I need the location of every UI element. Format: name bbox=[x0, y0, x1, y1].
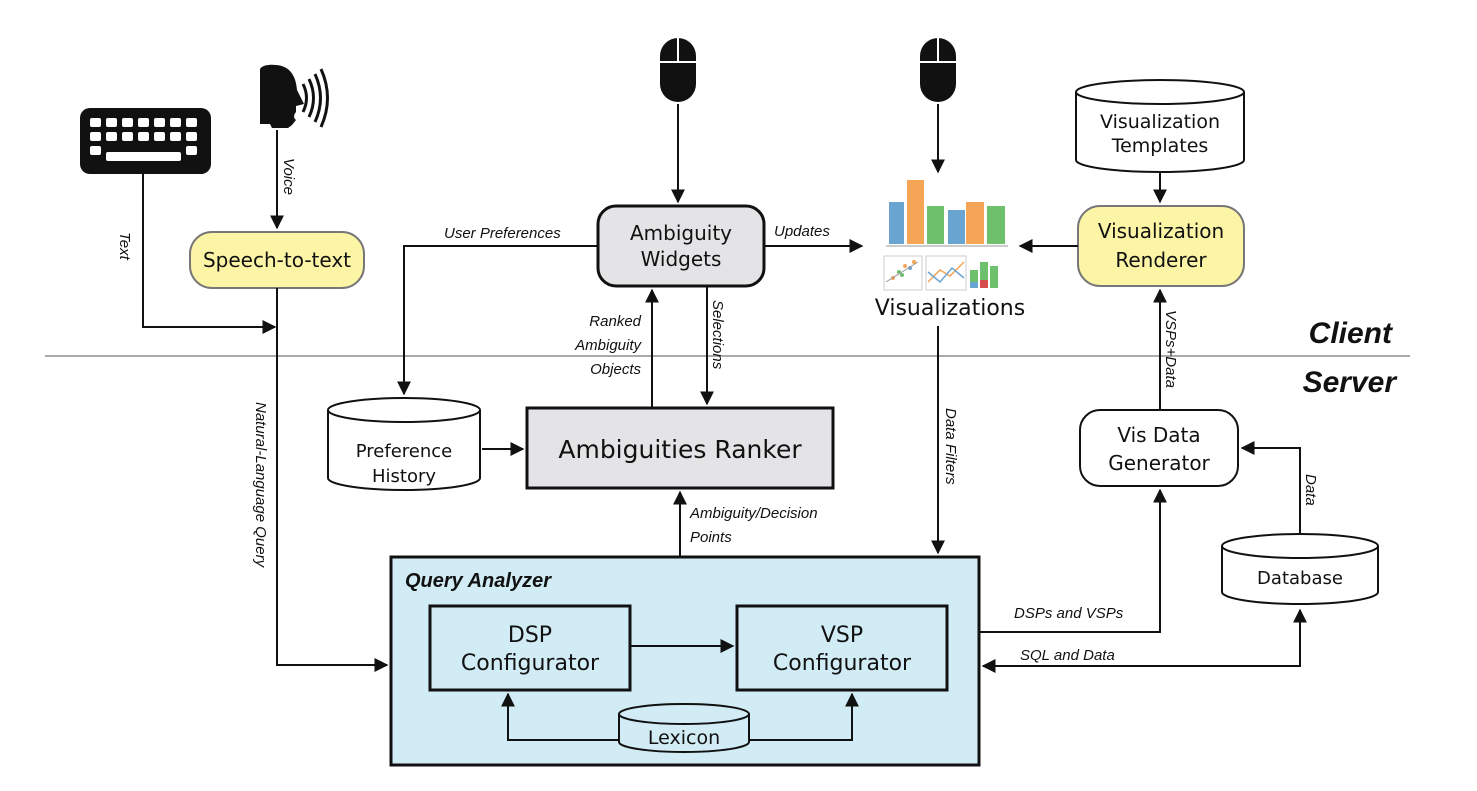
edge-lexicon-vsp bbox=[749, 692, 859, 741]
speech-to-text-node: Speech-to-text bbox=[189, 231, 365, 289]
database-label: Database bbox=[1257, 568, 1343, 589]
mouse-icon bbox=[660, 38, 696, 102]
ambiguity-decision-points-line1: Ambiguity/Decision bbox=[689, 505, 818, 522]
chart-thumbnails-icon bbox=[883, 180, 1008, 291]
edge-sql-and-data bbox=[981, 608, 1307, 673]
visualization-renderer-node: Visualization Renderer bbox=[1077, 205, 1245, 287]
edge-keyboard-text bbox=[142, 174, 277, 334]
vsp-configurator-line1: VSP bbox=[821, 623, 863, 648]
lexicon-db: Lexicon bbox=[618, 703, 750, 753]
edge-user-preferences bbox=[397, 245, 598, 396]
speech-to-text-label: Speech-to-text bbox=[203, 248, 351, 272]
vis-data-generator-line1: Vis Data bbox=[1117, 423, 1200, 447]
visualization-templates-line1: Visualization bbox=[1100, 111, 1220, 133]
selections-edge-label: Selections bbox=[709, 300, 726, 370]
updates-edge-label: Updates bbox=[774, 223, 830, 240]
database-db: Database bbox=[1221, 533, 1379, 605]
visualization-templates-line2: Templates bbox=[1111, 135, 1209, 157]
client-zone-label: Client bbox=[1309, 317, 1394, 350]
dsp-configurator-line2: Configurator bbox=[461, 651, 600, 676]
data-filters-edge-label: Data Filters bbox=[942, 408, 959, 485]
ambiguities-ranker-node: Ambiguities Ranker bbox=[525, 406, 835, 490]
visualizations-label: Visualizations bbox=[875, 296, 1025, 321]
query-analyzer-title: Query Analyzer bbox=[405, 570, 552, 592]
ambiguity-widgets-line1: Ambiguity bbox=[630, 221, 732, 245]
vis-data-generator-node: Vis Data Generator bbox=[1079, 409, 1239, 487]
ambiguity-decision-points-line2: Points bbox=[690, 529, 732, 546]
preference-history-line2: History bbox=[372, 466, 436, 487]
edge-lexicon-dsp bbox=[501, 692, 619, 741]
sql-and-data-edge-label: SQL and Data bbox=[1020, 647, 1115, 664]
preference-history-db: Preference History bbox=[327, 397, 481, 491]
visualization-renderer-line2: Renderer bbox=[1115, 248, 1207, 272]
keyboard-icon bbox=[80, 108, 211, 174]
vsp-configurator-line2: Configurator bbox=[773, 651, 912, 676]
server-zone-label: Server bbox=[1303, 366, 1399, 399]
edge-data bbox=[1240, 441, 1301, 534]
visualization-templates-db: Visualization Templates bbox=[1075, 79, 1245, 173]
preference-history-line1: Preference bbox=[356, 441, 453, 462]
vsps-data-edge-label: VSPs+Data bbox=[1162, 310, 1179, 388]
ranked-edge-label-line2: Ambiguity bbox=[574, 337, 642, 354]
data-edge-label: Data bbox=[1302, 474, 1319, 506]
dsp-configurator-line1: DSP bbox=[508, 623, 552, 648]
ambiguity-widgets-line2: Widgets bbox=[641, 247, 722, 271]
vis-data-generator-line2: Generator bbox=[1108, 451, 1210, 475]
dsps-and-vsps-edge-label: DSPs and VSPs bbox=[1014, 605, 1124, 622]
ranked-edge-label-line3: Objects bbox=[590, 361, 641, 378]
ambiguity-widgets-node: Ambiguity Widgets bbox=[596, 204, 766, 288]
dsp-configurator-node: DSP Configurator bbox=[428, 604, 632, 692]
vsp-configurator-node: VSP Configurator bbox=[735, 604, 949, 692]
edge-natural-language-query bbox=[276, 288, 389, 672]
user-preferences-edge-label: User Preferences bbox=[444, 225, 561, 242]
voice-edge-label: Voice bbox=[280, 158, 297, 195]
natural-language-query-edge-label: Natural-Language Query bbox=[252, 402, 269, 569]
text-edge-label: Text bbox=[116, 232, 133, 261]
lexicon-label: Lexicon bbox=[648, 727, 720, 749]
speaking-head-icon bbox=[260, 64, 329, 128]
mouse-icon bbox=[920, 38, 956, 102]
ranked-edge-label-line1: Ranked bbox=[589, 313, 641, 330]
visualization-renderer-line1: Visualization bbox=[1098, 219, 1224, 243]
ambiguities-ranker-label: Ambiguities Ranker bbox=[558, 435, 802, 464]
